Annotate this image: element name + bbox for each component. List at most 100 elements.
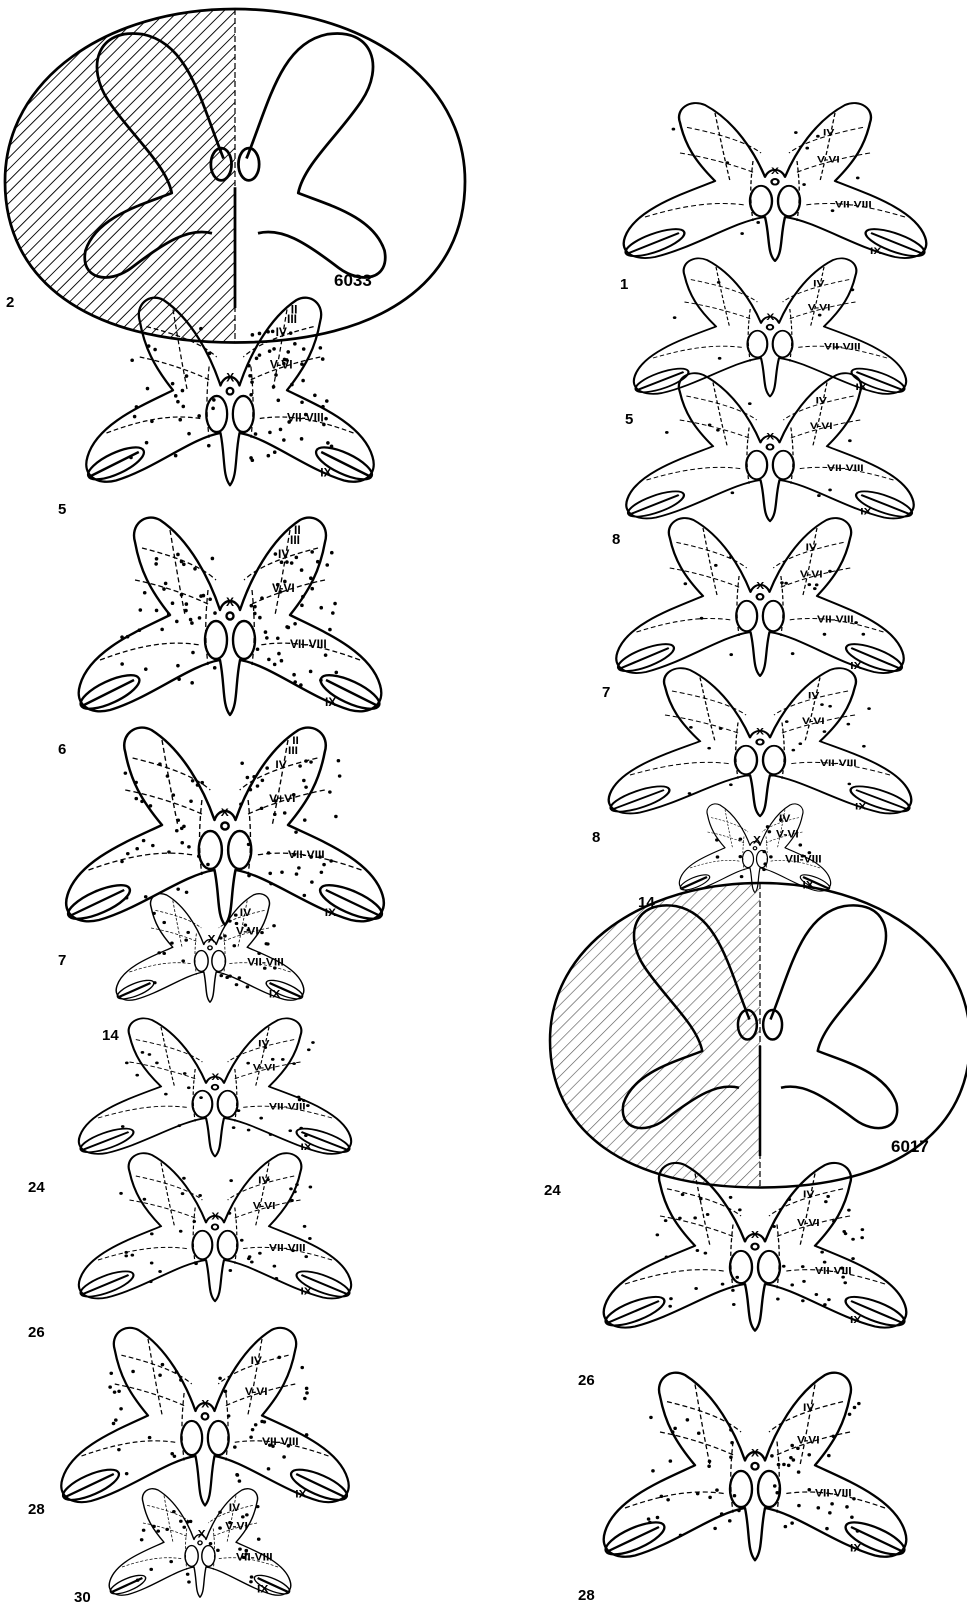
labeled-cell bbox=[848, 1413, 852, 1416]
oval-nucleus-left bbox=[730, 1471, 752, 1507]
labeled-cell bbox=[165, 1528, 169, 1531]
labeled-cell bbox=[182, 1177, 186, 1180]
labeled-cell bbox=[267, 454, 271, 458]
labeled-cell bbox=[729, 653, 733, 656]
labeled-cell bbox=[304, 1134, 308, 1137]
labeled-cell bbox=[835, 346, 839, 349]
labeled-cell bbox=[827, 1454, 831, 1457]
lamina-boundary bbox=[100, 643, 200, 660]
labeled-cell bbox=[311, 1041, 315, 1044]
labeled-cell bbox=[187, 432, 191, 436]
labeled-cell bbox=[164, 1093, 168, 1096]
labeled-cell bbox=[144, 667, 148, 671]
lamina-boundary bbox=[708, 832, 746, 843]
labeled-cell bbox=[308, 1237, 312, 1240]
labeled-cell bbox=[272, 385, 276, 389]
labeled-cell bbox=[294, 830, 298, 833]
lamina-boundary bbox=[115, 1384, 186, 1407]
lamina-label-v-vi: V-VI bbox=[236, 926, 259, 937]
labeled-cell bbox=[295, 872, 299, 875]
labeled-cell bbox=[802, 1280, 806, 1283]
labeled-cell bbox=[279, 428, 283, 432]
labeled-cell bbox=[807, 1453, 811, 1456]
section-number-left-7: 26 bbox=[28, 1325, 45, 1340]
labeled-cell bbox=[244, 924, 248, 927]
labeled-cell bbox=[145, 441, 149, 445]
labeled-cell bbox=[300, 604, 304, 608]
labeled-cell bbox=[273, 966, 277, 969]
labeled-cell bbox=[273, 450, 277, 454]
labeled-cell bbox=[257, 1538, 261, 1541]
lamina-boundary bbox=[148, 1339, 162, 1416]
lamina-label-ix: IX bbox=[269, 989, 281, 1000]
labeled-cell bbox=[138, 628, 142, 632]
labeled-cell bbox=[241, 1515, 245, 1518]
labeled-cell bbox=[310, 587, 314, 591]
labeled-cell bbox=[172, 1510, 176, 1513]
labeled-cell bbox=[172, 793, 176, 796]
labeled-cell bbox=[867, 707, 871, 710]
labeled-cell bbox=[770, 1454, 774, 1457]
motor-nucleus-line bbox=[84, 1275, 129, 1294]
labeled-cell bbox=[841, 1276, 845, 1279]
labeled-cell bbox=[219, 974, 223, 977]
labeled-cell bbox=[248, 374, 252, 378]
labeled-cell bbox=[267, 851, 271, 854]
labeled-cell bbox=[171, 601, 175, 605]
labeled-cell bbox=[738, 1208, 742, 1211]
labeled-cell bbox=[280, 871, 284, 874]
labeled-cell bbox=[283, 580, 287, 584]
labeled-cell bbox=[174, 454, 178, 458]
labeled-cell bbox=[235, 922, 239, 925]
section-number-right-8: 26 bbox=[578, 1373, 595, 1388]
labeled-cell bbox=[325, 563, 329, 567]
oval-nucleus-left bbox=[735, 746, 757, 775]
labeled-cell bbox=[181, 959, 185, 962]
labeled-cell bbox=[807, 583, 811, 586]
lamina-boundary bbox=[130, 1062, 198, 1080]
oval-nucleus-left bbox=[743, 850, 754, 867]
lamina-label-x: X bbox=[771, 166, 780, 177]
lamina-boundary bbox=[140, 357, 211, 381]
section-number-right-5: 8 bbox=[592, 830, 600, 845]
oval-nucleus-right bbox=[763, 601, 784, 631]
labeled-cell bbox=[192, 1220, 196, 1223]
labeled-cell bbox=[238, 1479, 242, 1482]
lamina-boundary bbox=[690, 860, 740, 868]
labeled-cell bbox=[300, 400, 304, 404]
central-canal bbox=[767, 325, 773, 330]
labeled-cell bbox=[656, 1233, 660, 1236]
labeled-cell bbox=[686, 1418, 690, 1421]
lamina-label-iv: IV bbox=[816, 396, 828, 407]
labeled-cell bbox=[807, 1488, 811, 1491]
labeled-cell bbox=[708, 1496, 712, 1499]
labeled-cell bbox=[155, 1062, 159, 1065]
labeled-cell bbox=[716, 855, 720, 858]
labeled-cell bbox=[185, 891, 189, 894]
labeled-cell bbox=[796, 1447, 800, 1450]
section-number-right-4: 7 bbox=[602, 685, 610, 700]
labeled-cell bbox=[228, 919, 232, 922]
lamina-label-ix: IX bbox=[257, 1584, 269, 1595]
labeled-cell bbox=[150, 1232, 154, 1235]
motor-nucleus-line bbox=[609, 1301, 659, 1322]
labeled-cell bbox=[208, 597, 212, 601]
labeled-cell bbox=[293, 1190, 297, 1193]
labeled-cell bbox=[227, 1414, 231, 1417]
labeled-cell bbox=[229, 1179, 233, 1182]
labeled-cell bbox=[256, 784, 260, 787]
oval-nucleus-right bbox=[218, 1091, 238, 1118]
labeled-cell bbox=[842, 1230, 846, 1233]
labeled-cell bbox=[729, 783, 733, 786]
labeled-cell bbox=[319, 346, 323, 350]
lamina-label-ix: IX bbox=[860, 507, 872, 518]
labeled-cell bbox=[831, 209, 835, 212]
labeled-cell bbox=[825, 1527, 829, 1530]
labeled-cell bbox=[176, 664, 180, 668]
labeled-cell bbox=[784, 1525, 788, 1528]
lamina-label-x: X bbox=[226, 595, 234, 609]
oval-nucleus-right bbox=[778, 186, 800, 216]
motor-nucleus-line bbox=[682, 877, 707, 888]
labeled-cell bbox=[129, 456, 133, 460]
oval-nucleus-right bbox=[763, 746, 785, 775]
